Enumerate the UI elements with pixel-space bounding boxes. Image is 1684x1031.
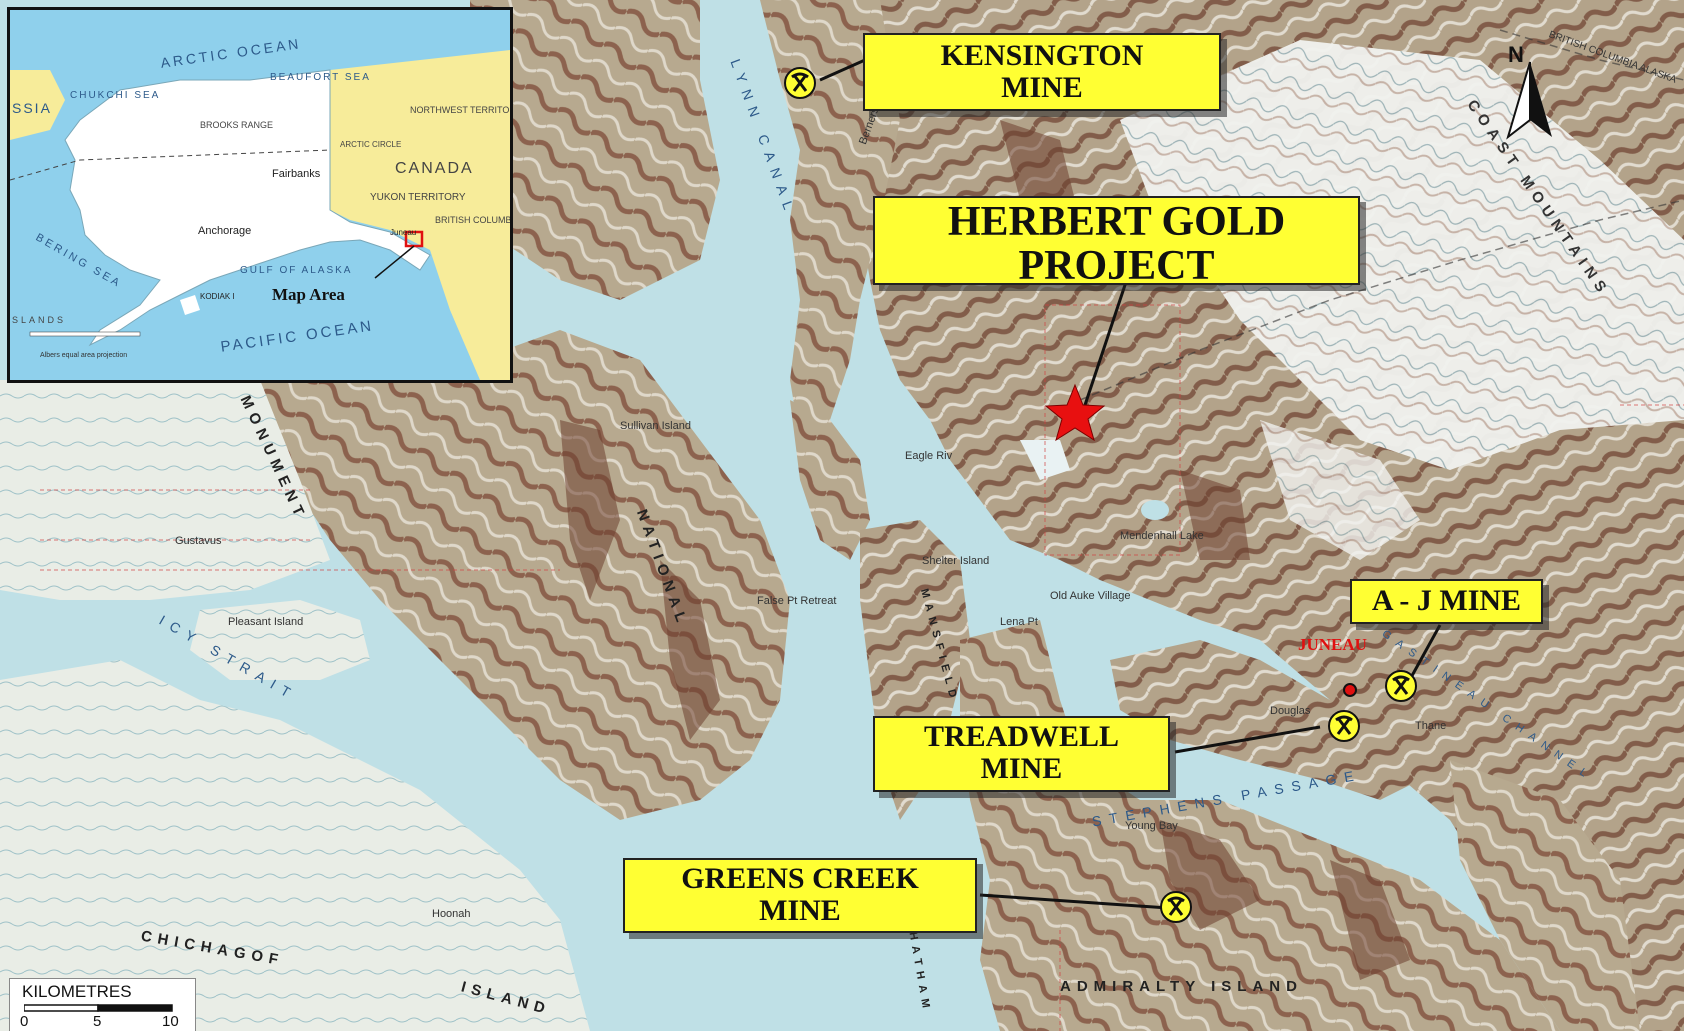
treadwell-line1: TREADWELL xyxy=(923,720,1120,753)
herbert-project-star xyxy=(1044,383,1106,442)
herbert-leader xyxy=(1083,269,1132,406)
douglas-label: Douglas xyxy=(1270,705,1311,717)
aj-mine-callout: A - J MINE xyxy=(1350,579,1543,624)
treadwell-leader xyxy=(1174,725,1321,754)
aj-leader xyxy=(1406,624,1442,684)
aj-line1: A - J MINE xyxy=(1371,584,1522,617)
kensington-mine-icon xyxy=(784,67,816,99)
inset-russia: SSIA xyxy=(12,100,52,116)
pleasant-island-label: Pleasant Island xyxy=(228,616,304,628)
inset-projection: Albers equal area projection xyxy=(40,352,128,359)
greens-line2: MINE xyxy=(759,893,841,927)
kensington-line1: KENSINGTON xyxy=(940,39,1144,72)
inset-gulf-of-alaska: GULF OF ALASKA xyxy=(240,265,353,276)
old-auke-village-label: Old Auke Village xyxy=(1050,590,1131,602)
kensington-leader xyxy=(819,58,866,82)
inset-nwt: NORTHWEST TERRITORIES xyxy=(410,105,510,115)
kensington-mine-callout: KENSINGTON MINE xyxy=(863,33,1221,111)
mendenhall-lake-label: Mendenhall Lake xyxy=(1120,530,1204,542)
inset-arctic-circle: ARCTIC CIRCLE xyxy=(340,140,402,149)
lena-pt-label: Lena Pt xyxy=(1000,616,1038,628)
inset-anchorage: Anchorage xyxy=(198,225,252,237)
treadwell-line2: MINE xyxy=(980,751,1063,785)
gustavus-label: Gustavus xyxy=(175,535,222,547)
kensington-line2: MINE xyxy=(1001,70,1083,104)
inset-brooks-range: BROOKS RANGE xyxy=(200,120,274,130)
inset-map-graphic xyxy=(10,10,510,380)
scale-title: KILOMETRES xyxy=(22,982,132,1001)
inset-juneau: Juneau xyxy=(390,228,417,237)
herbert-line2: PROJECT xyxy=(1018,243,1215,290)
scale-tick-10: 10 xyxy=(162,1013,179,1030)
juneau-marker xyxy=(1343,683,1357,697)
inset-british-columbia: BRITISH COLUMBIA xyxy=(435,215,513,225)
greens-leader xyxy=(979,893,1169,910)
scale-tick-0: 0 xyxy=(20,1013,29,1030)
eagle-river-label: Eagle Riv xyxy=(905,450,953,462)
juneau-label: JUNEAU xyxy=(1298,635,1367,654)
greens-creek-mine-icon xyxy=(1160,891,1192,923)
scale-bar: KILOMETRES 0 5 10 xyxy=(9,978,196,1031)
thane-label: Thane xyxy=(1415,720,1447,732)
young-bay-label: Young Bay xyxy=(1125,820,1178,832)
herbert-gold-project-callout: HERBERT GOLD PROJECT xyxy=(873,196,1360,290)
greens-line1: GREENS CREEK xyxy=(681,862,919,895)
inset-aleutian-islands: SLANDS xyxy=(12,315,67,325)
shelter-island-label: Shelter Island xyxy=(922,555,990,567)
sullivan-island-label: Sullivan Island xyxy=(620,420,691,432)
treadwell-mine-callout: TREADWELL MINE xyxy=(873,716,1170,792)
alaska-inset-map: ARCTIC OCEAN BEAUFORT SEA CHUKCHI SEA SS… xyxy=(7,7,513,383)
inset-fairbanks: Fairbanks xyxy=(272,168,321,180)
treadwell-mine-icon xyxy=(1328,710,1360,742)
scale-tick-5: 5 xyxy=(93,1013,102,1030)
admiralty-island-label: ADMIRALTY ISLAND xyxy=(1060,978,1303,995)
north-arrow-icon: N xyxy=(1506,42,1552,140)
scale-bar-graphic xyxy=(24,1004,173,1012)
inset-chukchi-sea: CHUKCHI SEA xyxy=(70,90,161,101)
inset-canada: CANADA xyxy=(395,160,474,177)
aj-mine-icon xyxy=(1385,670,1417,702)
inset-beaufort-sea: BEAUFORT SEA xyxy=(270,72,371,83)
hoonah-label: Hoonah xyxy=(432,908,471,920)
greens-creek-mine-callout: GREENS CREEK MINE xyxy=(623,858,977,933)
herbert-line1: HERBERT GOLD xyxy=(947,199,1286,245)
false-pt-retreat-label: False Pt Retreat xyxy=(757,595,837,607)
inset-map-area-label: Map Area xyxy=(272,285,345,304)
inset-kodiak: KODIAK I xyxy=(200,292,235,301)
north-label: N xyxy=(1508,42,1524,67)
inset-yukon: YUKON TERRITORY xyxy=(370,192,466,203)
